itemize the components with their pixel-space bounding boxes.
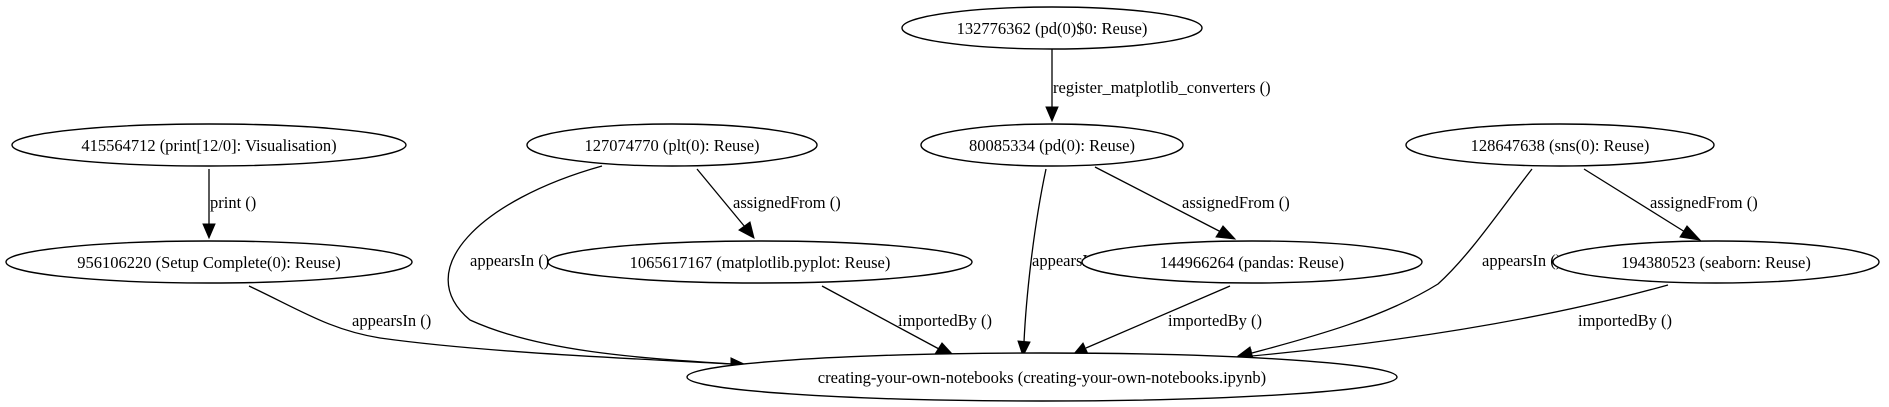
node-127074770: 127074770 (plt(0): Reuse) [526, 123, 818, 167]
node-956106220: 956106220 (Setup Complete(0): Reuse) [5, 240, 413, 284]
arrowhead [1215, 225, 1237, 240]
node-144966264: 144966264 (pandas: Reuse) [1081, 240, 1423, 284]
node-80085334: 80085334 (pd(0): Reuse) [920, 123, 1184, 167]
edge-label-print: print () [210, 193, 256, 212]
edge-sns-assigned: assignedFrom () [1583, 168, 1758, 241]
edge-register-converters: register_matplotlib_converters () [1045, 48, 1271, 123]
node-label-1065617167: 1065617167 (matplotlib.pyplot: Reuse) [630, 253, 891, 272]
node-label-128647638: 128647638 (sns(0): Reuse) [1471, 136, 1650, 155]
node-194380523: 194380523 (seaborn: Reuse) [1552, 240, 1880, 284]
edge-label-sns-assigned: assignedFrom () [1650, 193, 1758, 212]
arrowhead [1017, 340, 1031, 358]
edge-label-pandas-imported: importedBy () [1168, 311, 1262, 330]
edge-label-sns-appears: appearsIn () [1482, 251, 1561, 270]
edge-matplotlib-imported: importedBy () [821, 285, 992, 357]
edge-label-plt-appears: appearsIn () [470, 251, 549, 270]
edge-pandas-imported: importedBy () [1071, 285, 1262, 356]
node-1065617167: 1065617167 (matplotlib.pyplot: Reuse) [547, 240, 973, 284]
edge-label-pd-assigned: assignedFrom () [1182, 193, 1290, 212]
node-label-80085334: 80085334 (pd(0): Reuse) [969, 136, 1135, 155]
node-notebook: creating-your-own-notebooks (creating-yo… [686, 352, 1398, 402]
edge-seaborn-imported: importedBy () [1236, 284, 1672, 363]
node-label-956106220: 956106220 (Setup Complete(0): Reuse) [77, 253, 341, 272]
edge-plt-assigned: assignedFrom () [696, 168, 841, 239]
nodes: 132776362 (pd(0)$0: Reuse) 415564712 (pr… [5, 6, 1880, 402]
edge-label-matplotlib-imported: importedBy () [898, 311, 992, 330]
node-label-415564712: 415564712 (print[12/0]: Visualisation) [81, 136, 336, 155]
edge-pd-assigned: assignedFrom () [1094, 166, 1290, 240]
edges: register_matplotlib_converters () print … [202, 48, 1758, 371]
node-132776362: 132776362 (pd(0)$0: Reuse) [901, 6, 1203, 50]
node-label-132776362: 132776362 (pd(0)$0: Reuse) [957, 19, 1148, 38]
node-label-127074770: 127074770 (plt(0): Reuse) [584, 136, 759, 155]
arrowhead [1045, 106, 1059, 123]
node-label-144966264: 144966264 (pandas: Reuse) [1160, 253, 1344, 272]
node-415564712: 415564712 (print[12/0]: Visualisation) [11, 123, 407, 167]
arrowhead [1679, 225, 1702, 241]
node-label-notebook: creating-your-own-notebooks (creating-yo… [818, 368, 1266, 387]
edge-label-register-converters: register_matplotlib_converters () [1053, 78, 1271, 97]
arrowhead [738, 221, 755, 239]
arrowhead [202, 223, 216, 240]
edge-label-setup-appears: appearsIn () [352, 311, 431, 330]
node-128647638: 128647638 (sns(0): Reuse) [1405, 123, 1715, 167]
edge-setup-appears: appearsIn () [248, 285, 748, 371]
node-label-194380523: 194380523 (seaborn: Reuse) [1621, 253, 1811, 272]
edge-print: print () [202, 169, 256, 240]
edge-label-seaborn-imported: importedBy () [1578, 311, 1672, 330]
edge-label-plt-assigned: assignedFrom () [733, 193, 841, 212]
